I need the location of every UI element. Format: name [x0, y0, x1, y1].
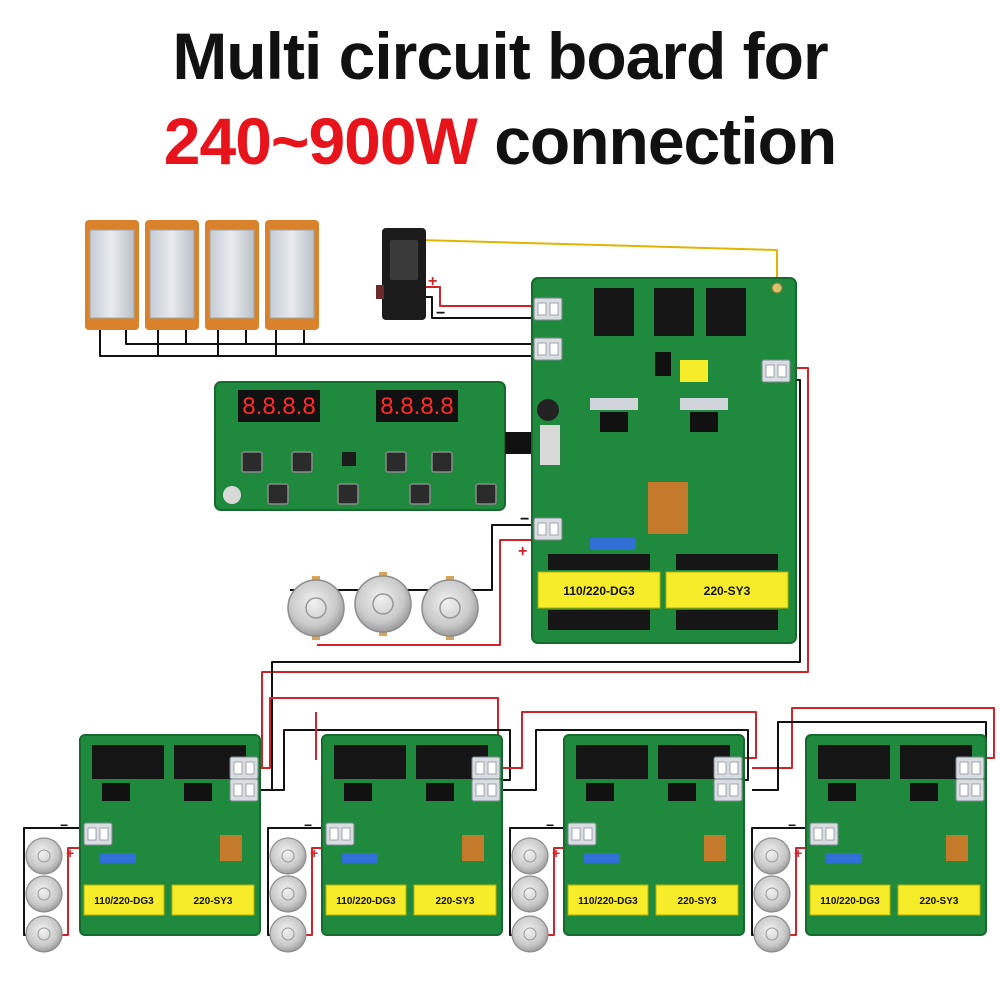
slave-4-transformer-left-label: 110/220-DG3	[820, 896, 880, 907]
slave-board-4	[805, 734, 987, 936]
display-digits-left: 8.8.8.8	[242, 393, 315, 420]
main-transformer-right-label: 220-SY3	[704, 584, 751, 598]
heater-element-1	[85, 220, 139, 330]
slave-3-transformer-left-label: 110/220-DG3	[578, 896, 638, 907]
heater-element-2	[145, 220, 199, 330]
heater-elements	[85, 220, 319, 330]
title-power-range: 240~900W	[163, 104, 478, 178]
display-digits-right: 8.8.8.8	[380, 393, 453, 420]
title-line-1: Multi circuit board for	[172, 19, 828, 93]
transducer-2	[354, 571, 412, 637]
slave-3-transformer-right-label: 220-SY3	[678, 896, 717, 907]
transducer-3	[421, 575, 479, 641]
title-line-2: 240~900W connection	[0, 103, 1000, 179]
slave-3-transducers	[511, 837, 549, 953]
main-transformer-left-label: 110/220-DG3	[563, 584, 635, 598]
slave-3-minus-label: −	[546, 817, 554, 833]
heater-element-3	[205, 220, 259, 330]
heater-element-4	[265, 220, 319, 330]
slave-2-transducers	[269, 837, 307, 953]
main-output-minus-label: −	[520, 511, 529, 528]
slave-2-transformer-right-label: 220-SY3	[436, 896, 475, 907]
main-transducers	[287, 571, 479, 641]
slave-4-minus-label: −	[788, 817, 796, 833]
slave-1-transformer-left-label: 110/220-DG3	[94, 896, 154, 907]
slave-1-transformer-right-label: 220-SY3	[194, 896, 233, 907]
slave-2-minus-label: −	[304, 817, 312, 833]
slave-board-3	[563, 734, 745, 936]
power-socket	[376, 228, 426, 320]
socket-plus-label: +	[428, 273, 437, 290]
slave-2-plus-label: +	[310, 845, 318, 861]
slave-4-transformer-right-label: 220-SY3	[920, 896, 959, 907]
slave-1-transducers	[25, 837, 63, 953]
display-buttons	[241, 451, 497, 505]
title-line-2-rest: connection	[476, 104, 837, 178]
display-control-board	[214, 381, 535, 511]
slave-4-plus-label: +	[794, 845, 802, 861]
socket-minus-label: −	[436, 305, 445, 322]
slave-1-minus-label: −	[60, 817, 68, 833]
slave-board-2	[321, 734, 503, 936]
slave-3-plus-label: +	[552, 845, 560, 861]
slave-board-1	[79, 734, 261, 936]
slave-1-plus-label: +	[66, 845, 74, 861]
transducer-1	[287, 575, 345, 641]
slave-4-transducers	[753, 837, 791, 953]
slave-2-transformer-left-label: 110/220-DG3	[336, 896, 396, 907]
main-driver-board	[531, 277, 797, 644]
main-output-plus-label: +	[518, 543, 527, 560]
